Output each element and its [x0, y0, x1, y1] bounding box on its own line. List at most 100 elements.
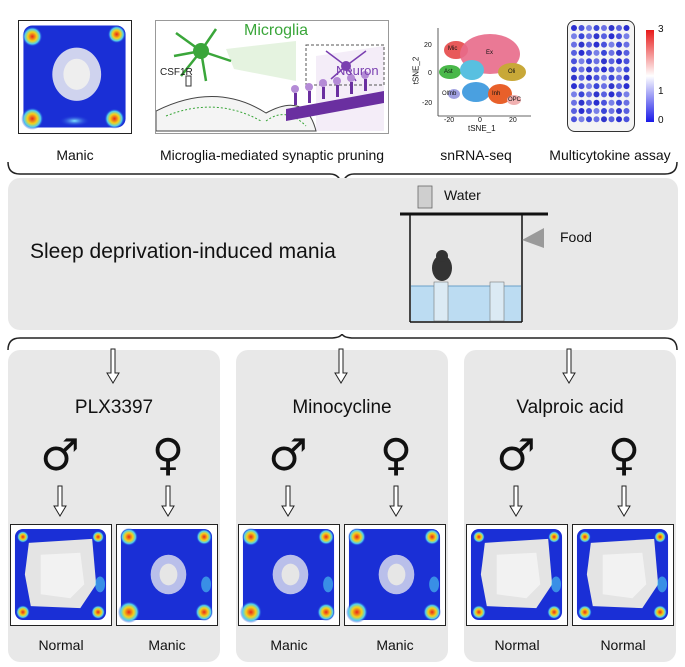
plate-well — [623, 41, 630, 48]
plate-well — [608, 41, 615, 48]
plate-well — [616, 25, 622, 31]
plate-well — [586, 108, 592, 114]
plate-well — [578, 91, 585, 98]
plate-well — [593, 25, 600, 31]
tsne-cluster-olfnb: Olfnb — [442, 91, 457, 97]
snrna-label: snRNA-seq — [440, 147, 512, 163]
plate-well — [593, 116, 600, 123]
plate-well — [571, 49, 577, 56]
plate-well — [608, 66, 615, 73]
heatmap-minocycline-male — [238, 524, 340, 626]
plate-well — [608, 58, 615, 65]
plate-well — [616, 99, 622, 106]
pruning-label: Microglia-mediated synaptic pruning — [159, 147, 385, 163]
sex-arrows — [53, 485, 631, 517]
plate-well — [601, 83, 607, 90]
down-arrow — [509, 485, 523, 517]
tsne-xtick-1: -20 — [444, 117, 455, 124]
heatmap-valproic-female — [572, 524, 674, 626]
plate-well — [623, 58, 630, 65]
plate-well — [571, 25, 577, 31]
female-symbol-valproic: ♀ — [607, 430, 641, 481]
result-plx3397-female: Manic — [148, 637, 186, 653]
down-arrow — [389, 485, 403, 517]
plate-well — [571, 41, 577, 48]
result-minocycline-female: Manic — [376, 637, 414, 653]
plate-well — [608, 91, 615, 98]
plate-well — [593, 41, 600, 48]
mania-title: Sleep deprivation-induced mania — [30, 240, 336, 263]
plate-well — [586, 66, 592, 73]
plate-well — [593, 83, 600, 90]
result-valproic-male: Normal — [494, 637, 540, 653]
plate-well — [623, 116, 630, 123]
mania-model-panel — [8, 178, 678, 330]
food-label: Food — [560, 229, 592, 245]
heatmap-plx3397-male — [10, 524, 112, 626]
down-arrow — [53, 485, 67, 517]
scale-max: 3 — [658, 24, 664, 35]
plate-well — [601, 91, 607, 98]
heatmap-valproic-male — [466, 524, 568, 626]
cytokine-plate — [567, 20, 635, 132]
color-scale-bar — [646, 30, 654, 122]
plate-well — [608, 74, 615, 81]
plate-well — [601, 116, 607, 123]
plate-well — [608, 25, 615, 31]
heatmap-plx3397-female — [116, 524, 218, 626]
plate-well — [578, 74, 585, 81]
plate-well — [593, 108, 600, 114]
plate-well — [608, 33, 615, 40]
plate-well — [593, 66, 600, 73]
plate-well — [616, 58, 622, 65]
plate-well — [571, 91, 577, 98]
plate-well — [623, 108, 630, 114]
plate-well — [601, 58, 607, 65]
group-arrows-top — [106, 348, 576, 384]
pruning-illustration: Microglia Neuron CSF1R — [155, 20, 389, 134]
male-symbol-minocycline: ♂ — [268, 430, 308, 481]
plate-well — [623, 66, 630, 73]
plate-well — [623, 33, 630, 40]
plate-well — [616, 116, 622, 123]
plate-well — [623, 74, 630, 81]
plate-well — [608, 83, 615, 90]
group-title-plx3397: PLX3397 — [74, 397, 154, 418]
plate-well — [578, 25, 585, 31]
plate-well — [608, 108, 615, 114]
plate-well — [623, 25, 630, 31]
tsne-xtick-3: 20 — [509, 117, 517, 124]
plate-well — [616, 33, 622, 40]
plate-well — [601, 25, 607, 31]
tsne-cluster-inh: Inh — [492, 91, 501, 97]
manic-heatmap — [18, 20, 132, 134]
plate-well — [586, 49, 592, 56]
scale-min: 0 — [658, 115, 664, 126]
plate-well — [616, 74, 622, 81]
plate-well — [608, 116, 615, 123]
plate-well — [578, 116, 585, 123]
plate-well — [616, 41, 622, 48]
plate-well — [593, 58, 600, 65]
plate-well — [586, 116, 592, 123]
plate-well — [571, 99, 577, 106]
plate-well — [578, 41, 585, 48]
plate-well — [571, 58, 577, 65]
multicytokine-label: Multicytokine assay — [549, 147, 671, 163]
result-plx3397-male: Normal — [38, 637, 84, 653]
plate-well — [571, 83, 577, 90]
tsne-ylabel: tSNE_2 — [411, 56, 421, 85]
tsne-ytick-2: 0 — [428, 70, 432, 77]
plate-well — [578, 66, 585, 73]
male-symbol-plx3397: ♂ — [40, 430, 80, 481]
plate-well — [571, 66, 577, 73]
result-minocycline-male: Manic — [270, 637, 308, 653]
water-label: Water — [444, 187, 481, 203]
neuron-label: Neuron — [336, 63, 379, 78]
plate-well — [601, 49, 607, 56]
plate-well — [571, 116, 577, 123]
plate-well — [578, 33, 585, 40]
plate-well — [578, 83, 585, 90]
plate-well — [586, 74, 592, 81]
plate-well — [623, 83, 630, 90]
